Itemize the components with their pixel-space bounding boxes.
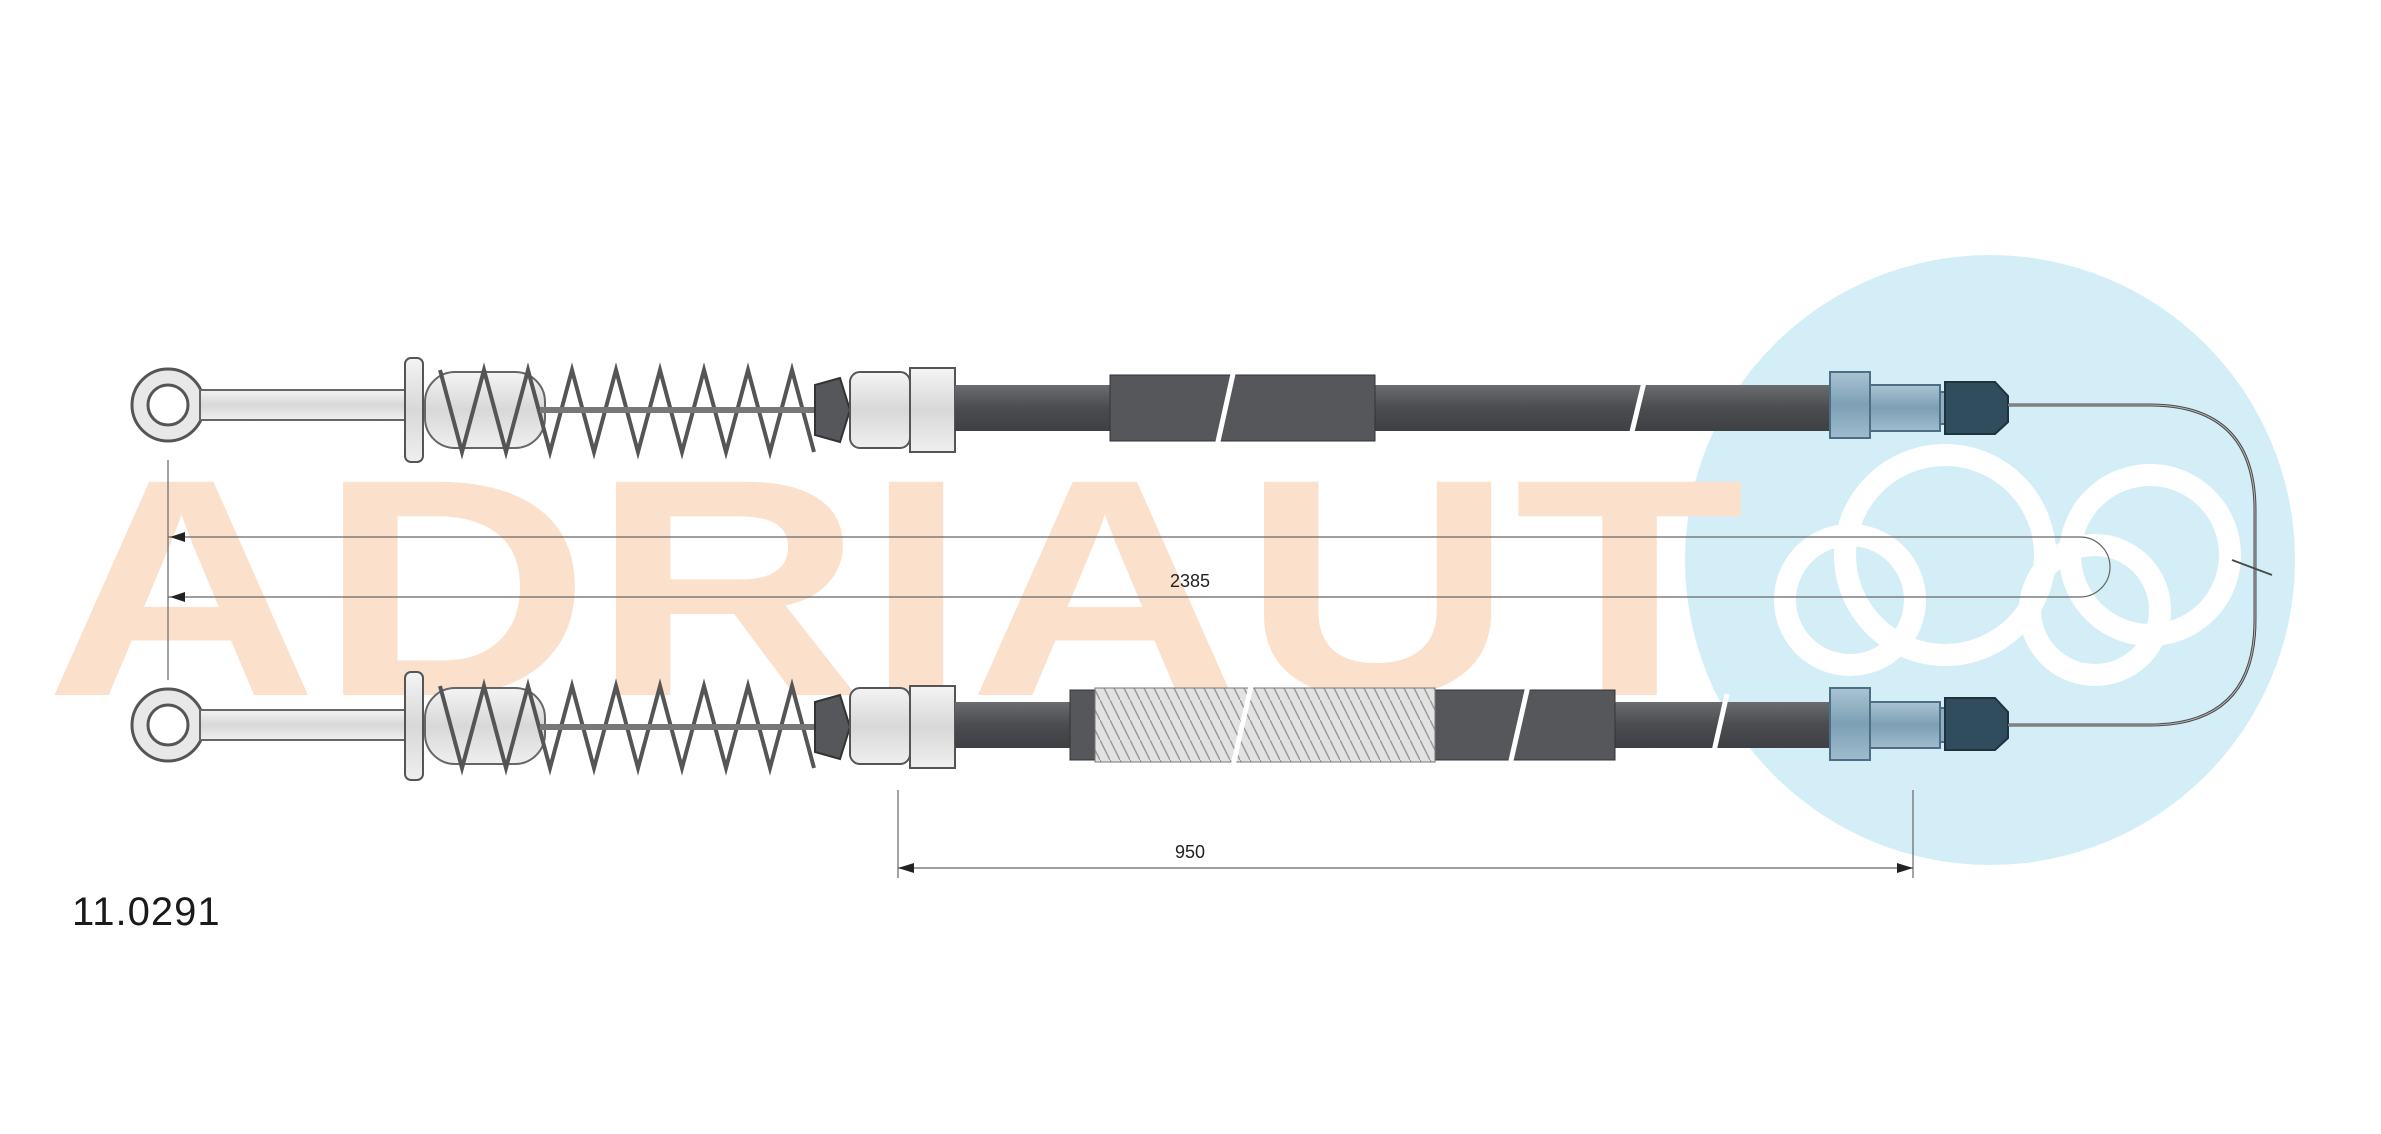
logo — [1685, 255, 2295, 865]
dimension-sheath — [897, 790, 1914, 878]
dimension-total-label: 2385 — [1170, 571, 1210, 591]
part-number: 11.0291 — [72, 890, 221, 934]
dimension-total — [167, 460, 2111, 680]
logo-circle — [1685, 255, 2295, 865]
dimension-sheath-label: 950 — [1175, 842, 1205, 862]
cable-lower — [130, 671, 2009, 781]
cable-upper — [130, 357, 2009, 463]
adriaut-rings-logo-icon — [1774, 444, 2241, 686]
